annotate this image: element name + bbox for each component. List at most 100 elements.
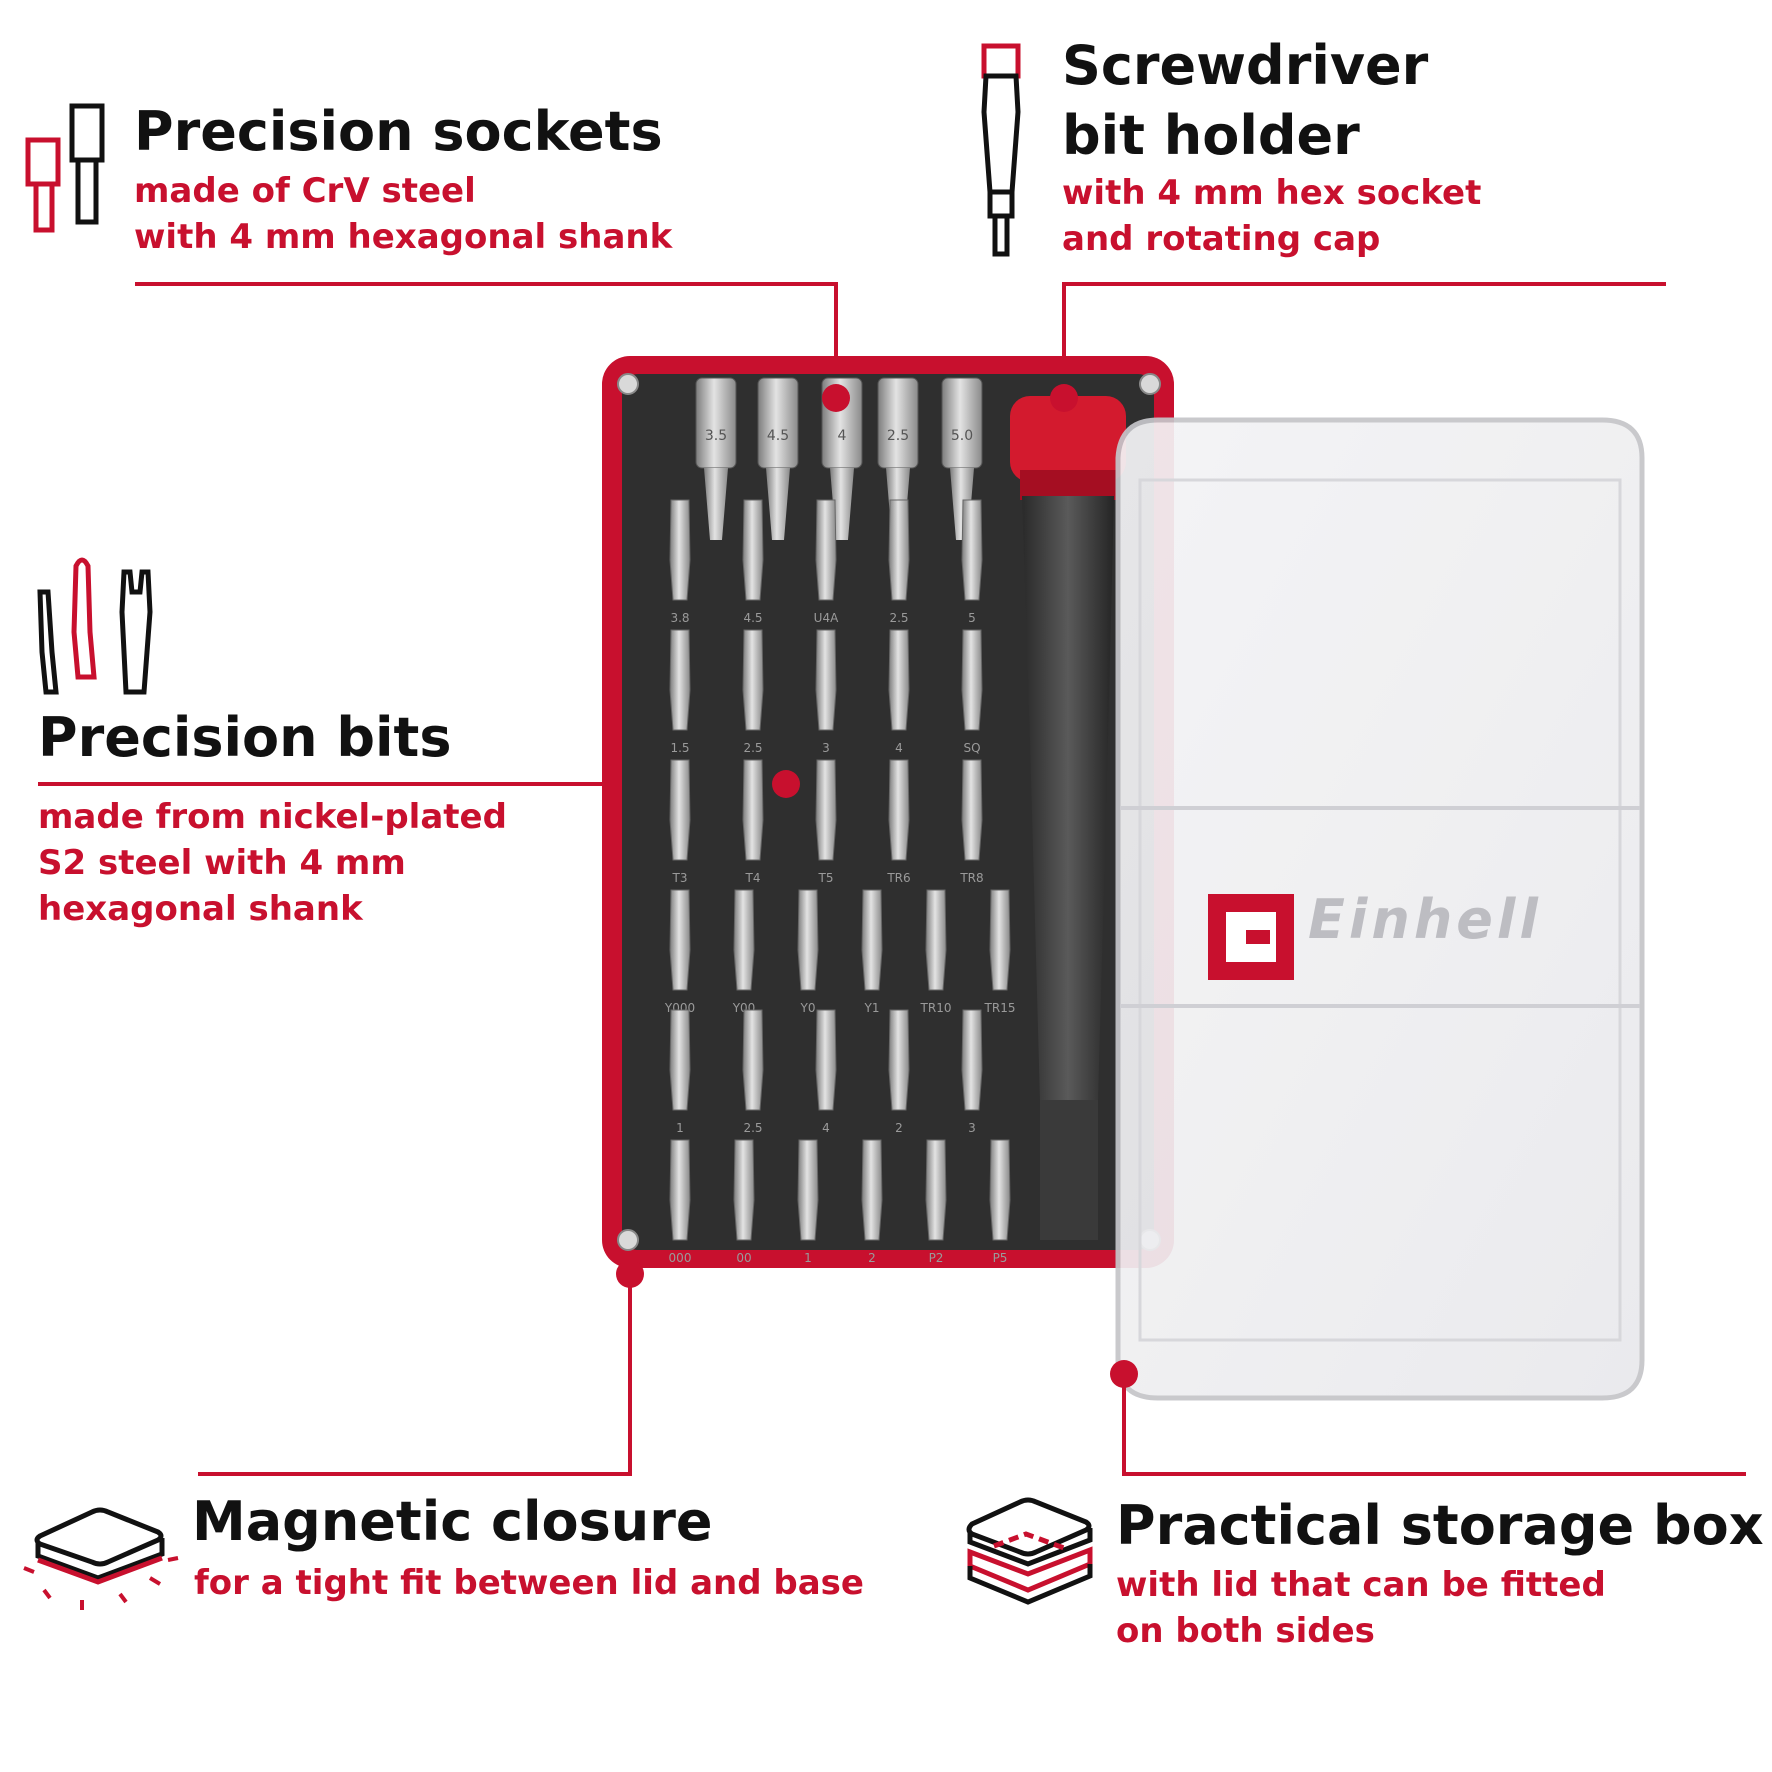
precision-bit — [733, 889, 755, 991]
storage-callout-horizontal — [1122, 1472, 1746, 1476]
bit-size-label: 3 — [822, 741, 830, 755]
socket — [757, 377, 799, 469]
bit-size-label: 2 — [895, 1121, 903, 1135]
holder-line1: with 4 mm hex socket — [1062, 173, 1482, 213]
bit-size-label: U4A — [814, 611, 839, 625]
precision-bit — [742, 759, 764, 861]
precision-bit — [888, 629, 910, 731]
precision-bit — [797, 889, 819, 991]
holder-title-line2: bit holder — [1062, 104, 1360, 167]
socket-size-label: 2.5 — [887, 428, 909, 444]
socket — [695, 377, 737, 469]
storage-box-icon — [966, 1497, 1093, 1605]
socket — [941, 377, 983, 469]
magnetic-closure-title: Magnetic closure — [192, 1490, 713, 1553]
precision-bit — [669, 759, 691, 861]
precision-bit — [815, 499, 837, 601]
precision-bit — [925, 1139, 947, 1241]
bit-size-label: 4 — [822, 1121, 830, 1135]
bit-size-label: 4.5 — [743, 611, 762, 625]
bit-size-label: TR15 — [984, 1001, 1016, 1015]
sockets-callout-vertical — [834, 282, 838, 392]
bit-size-label: 2.5 — [889, 611, 908, 625]
holder-title-line1: Screwdriver — [1062, 34, 1429, 97]
bit-size-label: Y0 — [800, 1001, 816, 1015]
bit-size-label: T5 — [818, 871, 834, 885]
precision-sockets-icon — [25, 103, 105, 233]
precision-bits-title: Precision bits — [38, 706, 452, 769]
bit-size-label: Y1 — [864, 1001, 880, 1015]
precision-bit — [815, 629, 837, 731]
precision-bit — [861, 1139, 883, 1241]
bit-size-label: 000 — [669, 1251, 692, 1265]
precision-bit — [669, 499, 691, 601]
socket-size-label: 3.5 — [705, 428, 727, 444]
precision-bit — [742, 629, 764, 731]
bit-size-label: 2.5 — [743, 1121, 762, 1135]
bit-size-label: 00 — [736, 1251, 751, 1265]
holder-callout-horizontal — [1062, 282, 1666, 286]
bit-size-label: 2.5 — [743, 741, 762, 755]
holder-callout-dot — [1050, 384, 1078, 412]
bit-size-label: TR8 — [959, 871, 983, 885]
precision-bit — [961, 499, 983, 601]
precision-bit — [961, 1009, 983, 1111]
precision-bit — [669, 629, 691, 731]
precision-bit — [961, 759, 983, 861]
precision-sockets-line1: made of CrV steel — [134, 171, 476, 211]
holder-callout-vertical — [1062, 282, 1066, 392]
precision-bit — [742, 499, 764, 601]
bit-size-label: 1 — [676, 1121, 684, 1135]
bit-size-label: TR6 — [886, 871, 910, 885]
bit-size-label: 3 — [968, 1121, 976, 1135]
bit-size-label: TR10 — [920, 1001, 952, 1015]
screwdriver-icon — [981, 43, 1021, 257]
magnetic-callout-horizontal — [198, 1472, 632, 1476]
socket-shank — [830, 468, 854, 540]
bits-callout-horizontal — [38, 782, 788, 786]
precision-bit — [989, 889, 1011, 991]
precision-bit — [888, 1009, 910, 1111]
socket-shank — [704, 468, 728, 540]
magnetic-closure-icon — [23, 1507, 179, 1610]
precision-bits-line1: made from nickel-plated — [38, 797, 507, 837]
holder-line2: and rotating cap — [1062, 219, 1381, 259]
storage-box-line2: on both sides — [1116, 1611, 1375, 1651]
precision-sockets-line2: with 4 mm hexagonal shank — [134, 217, 673, 257]
sockets-callout-dot — [822, 384, 850, 412]
bits-callout-dot — [772, 770, 800, 798]
magnetic-closure-line1: for a tight fit between lid and base — [194, 1563, 864, 1603]
bit-size-label: 2 — [868, 1251, 876, 1265]
precision-bit — [669, 1139, 691, 1241]
socket — [877, 377, 919, 469]
precision-bit — [669, 1009, 691, 1111]
magnetic-callout-vertical — [628, 1270, 632, 1476]
precision-bit — [797, 1139, 819, 1241]
bit-size-label: 5 — [968, 611, 976, 625]
bit-size-label: T4 — [745, 871, 761, 885]
bit-size-label: P2 — [929, 1251, 944, 1265]
socket-size-label: 4.5 — [767, 428, 789, 444]
bit-size-label: P5 — [993, 1251, 1008, 1265]
precision-bit — [888, 759, 910, 861]
precision-bit — [861, 889, 883, 991]
bit-size-label: 1.5 — [670, 741, 689, 755]
precision-bit — [989, 1139, 1011, 1241]
socket-size-label: 5.0 — [951, 428, 973, 444]
bit-size-label: 4 — [895, 741, 903, 755]
storage-callout-vertical — [1122, 1374, 1126, 1476]
precision-bit — [815, 1009, 837, 1111]
brand-logo-text: Einhell — [1308, 888, 1542, 951]
bit-size-label: T3 — [672, 871, 688, 885]
precision-bit — [815, 759, 837, 861]
precision-bit — [742, 1009, 764, 1111]
precision-bits-line2: S2 steel with 4 mm — [38, 843, 406, 883]
sockets-callout-horizontal — [135, 282, 838, 286]
storage-box-line1: with lid that can be fitted — [1116, 1565, 1606, 1605]
socket-shank — [766, 468, 790, 540]
socket-size-label: 4 — [838, 428, 847, 444]
precision-bit — [669, 889, 691, 991]
precision-bit — [733, 1139, 755, 1241]
precision-bit — [961, 629, 983, 731]
